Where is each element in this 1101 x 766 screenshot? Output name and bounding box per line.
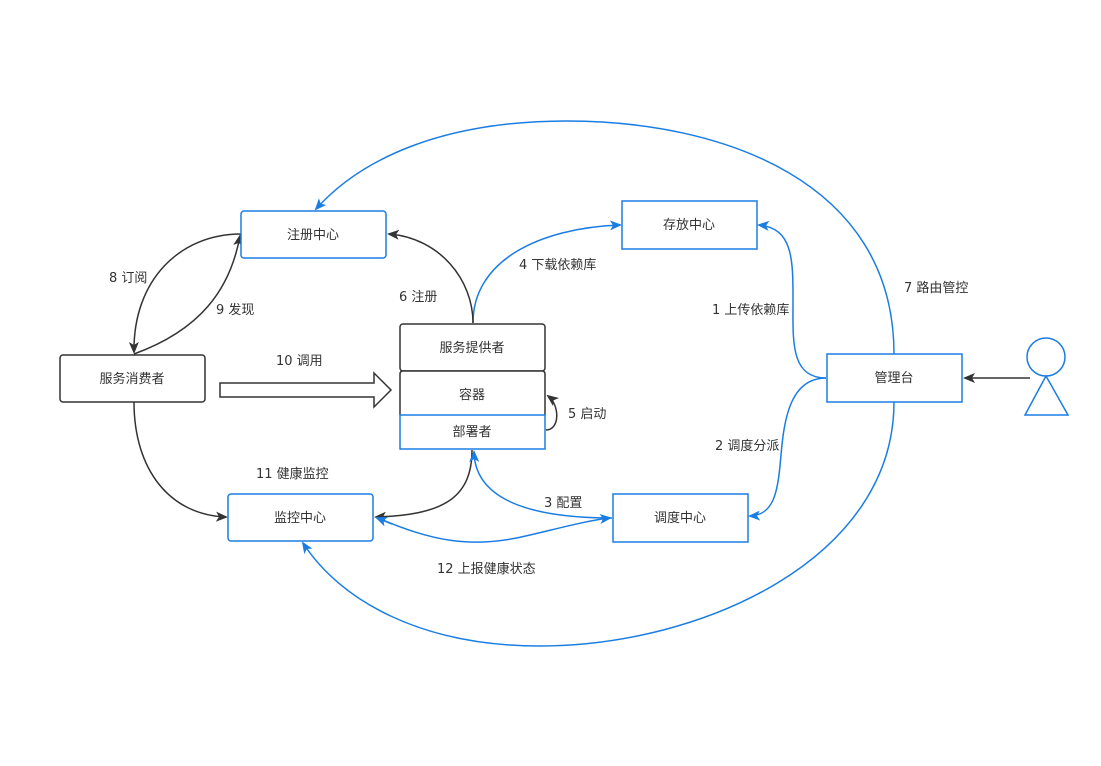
edge-admin-monitor (301, 401, 895, 647)
node-provider[interactable]: 服务提供者 (399, 323, 546, 372)
edge-subscribe (128, 233, 242, 354)
edge-dispatch (748, 377, 827, 521)
label-start: 5 启动 (568, 407, 606, 422)
node-admin-label: 管理台 (874, 371, 913, 386)
node-deployer[interactable]: 部署者 (399, 414, 546, 450)
node-monitor-label: 监控中心 (274, 511, 326, 526)
edge-download-deps (472, 220, 622, 324)
node-registry-label: 注册中心 (287, 228, 339, 243)
node-registry[interactable]: 注册中心 (240, 210, 387, 259)
node-admin[interactable]: 管理台 (826, 353, 963, 403)
edge-deployer-monitor (374, 449, 473, 522)
edge-report-health (377, 514, 612, 543)
edge-report-health-back (375, 517, 393, 527)
user-actor-icon (1023, 337, 1070, 416)
node-storage-label: 存放中心 (663, 218, 715, 233)
node-monitor[interactable]: 监控中心 (227, 493, 374, 542)
label-dispatch: 2 调度分派 (715, 438, 779, 454)
edge-health-monitor (133, 401, 228, 522)
call-arrow (219, 371, 393, 409)
edge-discover (133, 234, 244, 355)
node-container[interactable]: 容器 (399, 370, 546, 415)
node-scheduler[interactable]: 调度中心 (612, 493, 749, 543)
node-provider-label: 服务提供者 (439, 340, 504, 356)
edge-configure (469, 450, 613, 519)
node-container-label: 容器 (459, 387, 485, 403)
node-storage[interactable]: 存放中心 (621, 200, 758, 250)
node-deployer-label: 部署者 (452, 425, 491, 440)
label-configure: 3 配置 (544, 496, 582, 511)
edge-start (545, 394, 559, 431)
edge-route-control (314, 120, 895, 355)
edge-upload-deps (757, 220, 827, 379)
label-subscribe: 8 订阅 (109, 271, 147, 286)
node-consumer[interactable]: 服务消费者 (59, 354, 206, 403)
label-route-control: 7 路由管控 (904, 280, 968, 296)
label-download-deps: 4 下载依赖库 (519, 257, 596, 273)
edge-register (387, 229, 474, 324)
label-report-health: 12 上报健康状态 (437, 561, 536, 577)
label-upload-deps: 1 上传依赖库 (712, 302, 789, 318)
label-health-monitor: 11 健康监控 (256, 466, 329, 482)
label-discover: 9 发现 (216, 302, 254, 318)
node-consumer-label: 服务消费者 (99, 371, 164, 387)
label-register: 6 注册 (399, 290, 437, 305)
node-scheduler-label: 调度中心 (654, 510, 706, 526)
label-call: 10 调用 (276, 354, 323, 369)
